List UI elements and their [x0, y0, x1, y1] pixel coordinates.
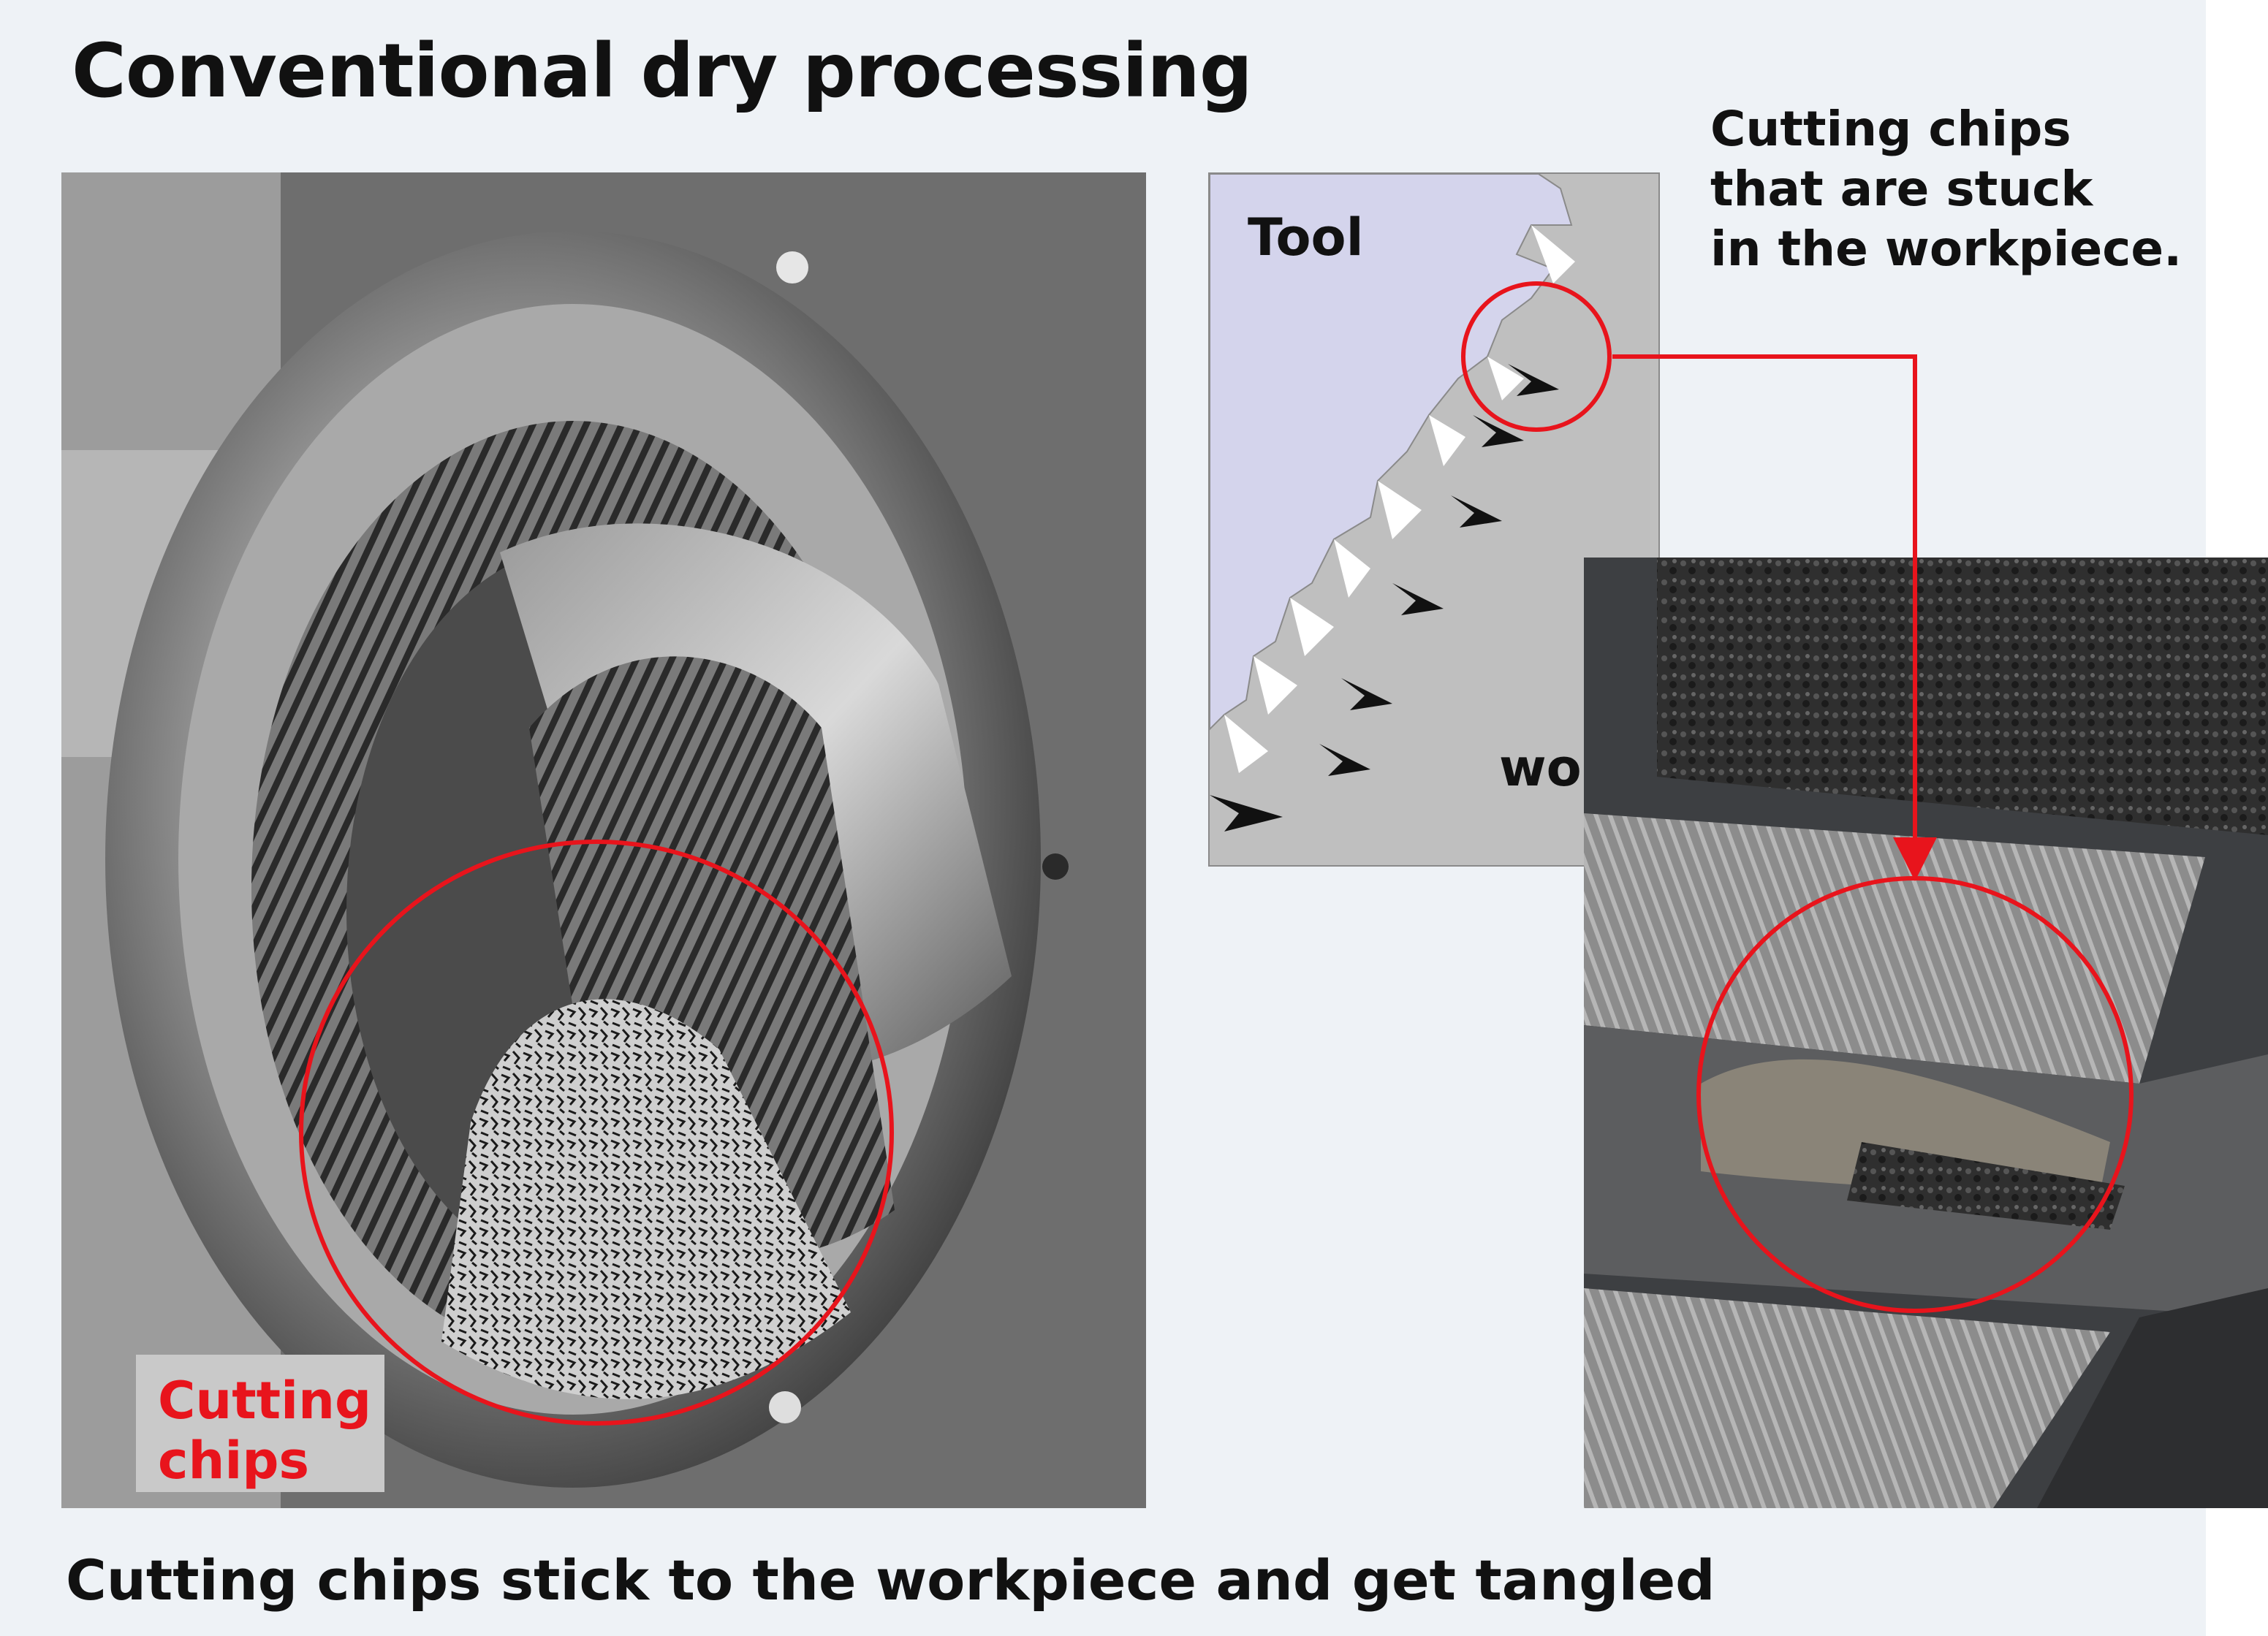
stuck-chips-note: Cutting chips that are stuck in the work…	[1710, 99, 2182, 279]
cutting-chips-label-line1: Cutting	[158, 1371, 372, 1431]
figure-caption: Cutting chips stick to the workpiece and…	[66, 1548, 1715, 1613]
stuck-chips-note-line1: Cutting chips	[1710, 101, 2071, 157]
figure-title: Conventional dry processing	[72, 28, 1253, 115]
stuck-chips-note-line3: in the workpiece.	[1710, 221, 2182, 277]
gear-photo-illustration	[61, 172, 1146, 1508]
closeup-illustration	[1584, 558, 2268, 1508]
tool-label: Tool	[1248, 208, 1364, 267]
cutting-chips-label-line2: chips	[158, 1431, 310, 1491]
workpiece-closeup-photo	[1584, 558, 2268, 1508]
gear-photo	[61, 172, 1146, 1508]
cutting-chips-label: Cutting chips	[136, 1355, 384, 1492]
stuck-chips-note-line2: that are stuck	[1710, 161, 2093, 217]
